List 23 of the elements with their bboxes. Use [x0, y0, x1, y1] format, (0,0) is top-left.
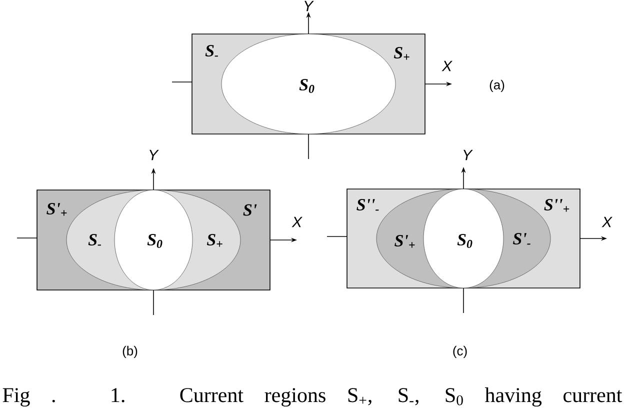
- region-label: S''$_{-}$: [356, 199, 379, 211]
- region-label: S''$_{+}$: [544, 199, 570, 212]
- panel-label: (a): [490, 80, 504, 92]
- region-label: S'$_{+}$: [394, 235, 415, 248]
- region-label: S$_{0}$: [147, 234, 162, 248]
- region-label: S$_{0}$: [299, 79, 314, 93]
- region-label: S$_{0}$: [457, 234, 472, 248]
- region-label: S$_{-}$: [88, 234, 102, 246]
- panel-label: (c): [453, 346, 467, 358]
- region-label: S$_{+}$: [394, 47, 410, 60]
- axis-label: X: [442, 60, 452, 72]
- region-label: S'$_{-}$: [513, 233, 530, 245]
- axis-label: Y: [150, 150, 159, 160]
- region-label: S$_{+}$: [206, 234, 222, 247]
- axis-label: X: [602, 216, 612, 228]
- axis-label: X: [292, 216, 302, 228]
- axis-label: Y: [304, 0, 314, 12]
- caption: Fig . 1. Current regions S$_{+}$, S$_{-}$, S$_{0}$ having current: [2, 387, 622, 407]
- region-label: S'$_{+}$: [46, 203, 67, 216]
- panel-label: (b): [122, 346, 138, 358]
- region-label: S$_{-}$: [205, 45, 218, 57]
- region-label: S': [243, 204, 257, 216]
- axis-label: Y: [464, 150, 473, 160]
